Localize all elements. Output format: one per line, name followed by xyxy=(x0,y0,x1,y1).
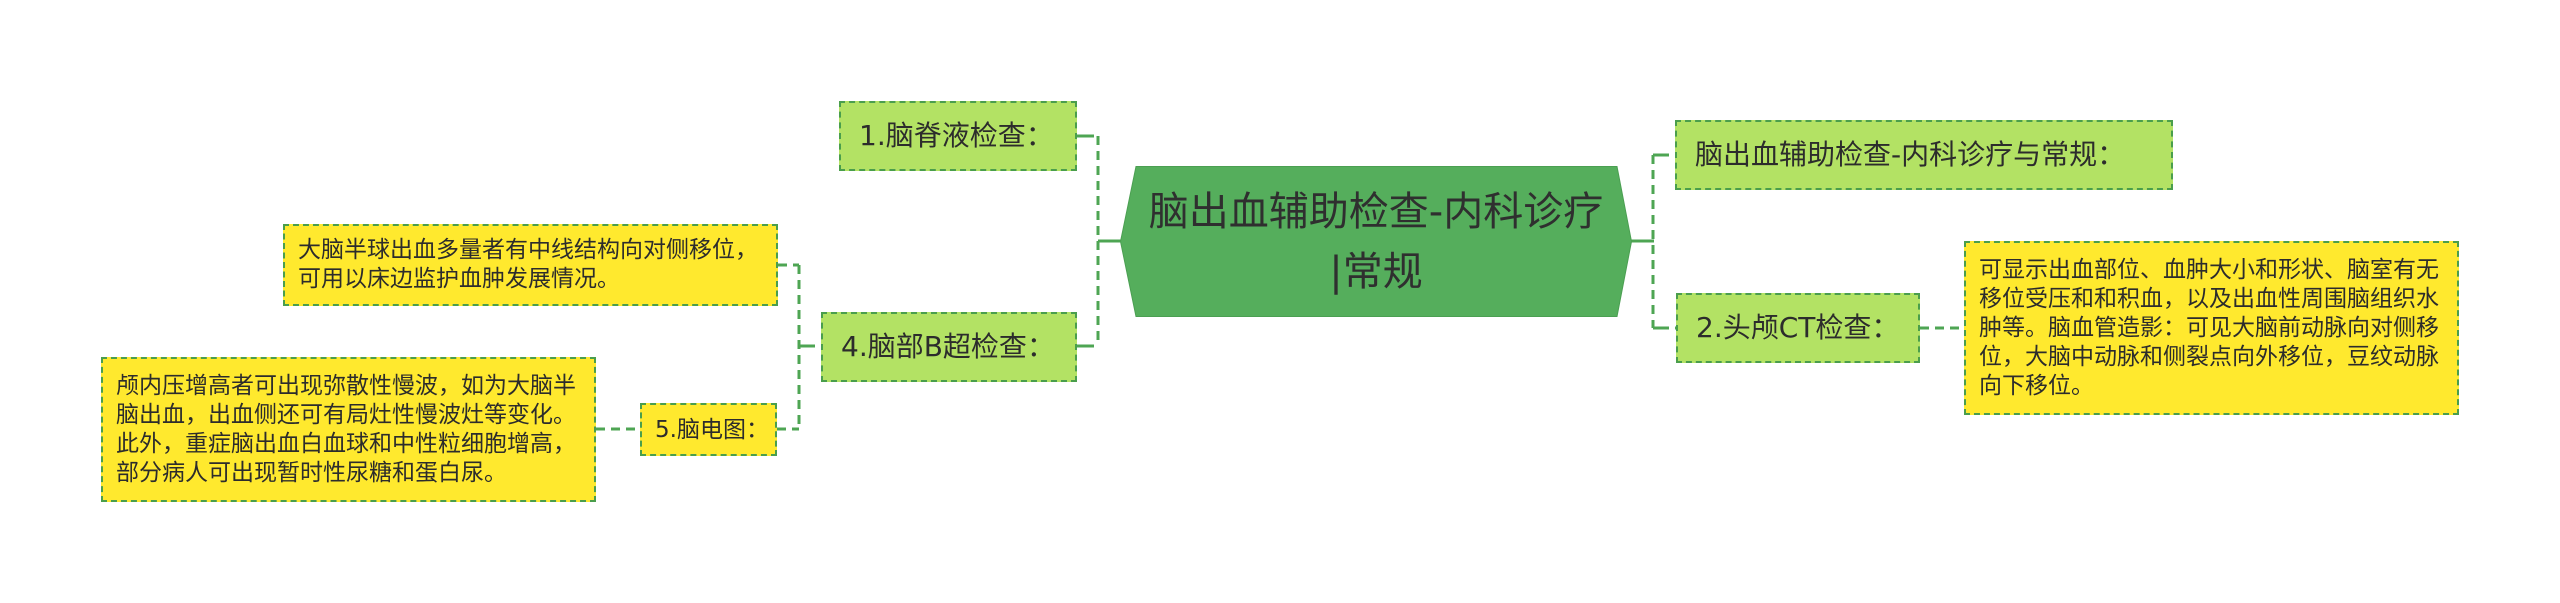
node-label: 2.头颅CT检查： xyxy=(1696,311,1900,344)
detail-line: 脑出血，出血侧还可有局灶性慢波灶等变化。 xyxy=(116,401,576,428)
node-label: 5.脑电图： xyxy=(655,416,769,443)
node-eeg-detail: 颅内压增高者可出现弥散性慢波，如为大脑半 脑出血，出血侧还可有局灶性慢波灶等变化… xyxy=(101,357,596,502)
detail-line: 向下移位。 xyxy=(1979,372,2094,399)
detail-line: 部分病人可出现暂时性尿糖和蛋白尿。 xyxy=(116,459,507,486)
node-brain-ultrasound: 4.脑部B超检查： xyxy=(821,312,1077,382)
node-label: 1.脑脊液检查： xyxy=(859,119,1054,152)
node-label: 4.脑部B超检查： xyxy=(841,330,1055,363)
detail-line: 可显示出血部位、血肿大小和形状、脑室有无 xyxy=(1979,256,2439,283)
center-title-line-1: 脑出血辅助检查-内科诊疗 xyxy=(1148,188,1604,235)
detail-line: 颅内压增高者可出现弥散性慢波，如为大脑半 xyxy=(116,372,576,399)
center-topic-title: 脑出血辅助检查-内科诊疗 |常规 xyxy=(1120,166,1632,317)
node-eeg: 5.脑电图： xyxy=(640,403,777,456)
node-label: 脑出血辅助检查-内科诊疗与常规： xyxy=(1695,138,2126,171)
node-head-ct: 2.头颅CT检查： xyxy=(1676,293,1920,363)
detail-line: 移位受压和和积血，以及出血性周围脑组织水 xyxy=(1979,285,2439,312)
center-topic-node: 脑出血辅助检查-内科诊疗 |常规 xyxy=(1120,166,1632,317)
center-title-line-2: |常规 xyxy=(1329,248,1423,295)
detail-line: 大脑半球出血多量者有中线结构向对侧移位， xyxy=(298,237,758,263)
detail-line: 可用以床边监护血肿发展情况。 xyxy=(298,266,620,292)
hexagon-shape xyxy=(1120,166,1632,317)
detail-line: 位，大脑中动脉和侧裂点向外移位，豆纹动脉 xyxy=(1979,343,2439,370)
node-ct-detail: 可显示出血部位、血肿大小和形状、脑室有无 移位受压和和积血，以及出血性周围脑组织… xyxy=(1964,241,2459,415)
detail-line: 此外，重症脑出血白血球和中性粒细胞增高， xyxy=(116,430,576,457)
node-routine: 脑出血辅助检查-内科诊疗与常规： xyxy=(1675,120,2173,190)
detail-line: 肿等。脑血管造影：可见大脑前动脉向对侧移 xyxy=(1979,314,2439,341)
node-csf-exam: 1.脑脊液检查： xyxy=(839,101,1077,171)
node-ultrasound-detail: 大脑半球出血多量者有中线结构向对侧移位， 可用以床边监护血肿发展情况。 xyxy=(283,224,778,306)
